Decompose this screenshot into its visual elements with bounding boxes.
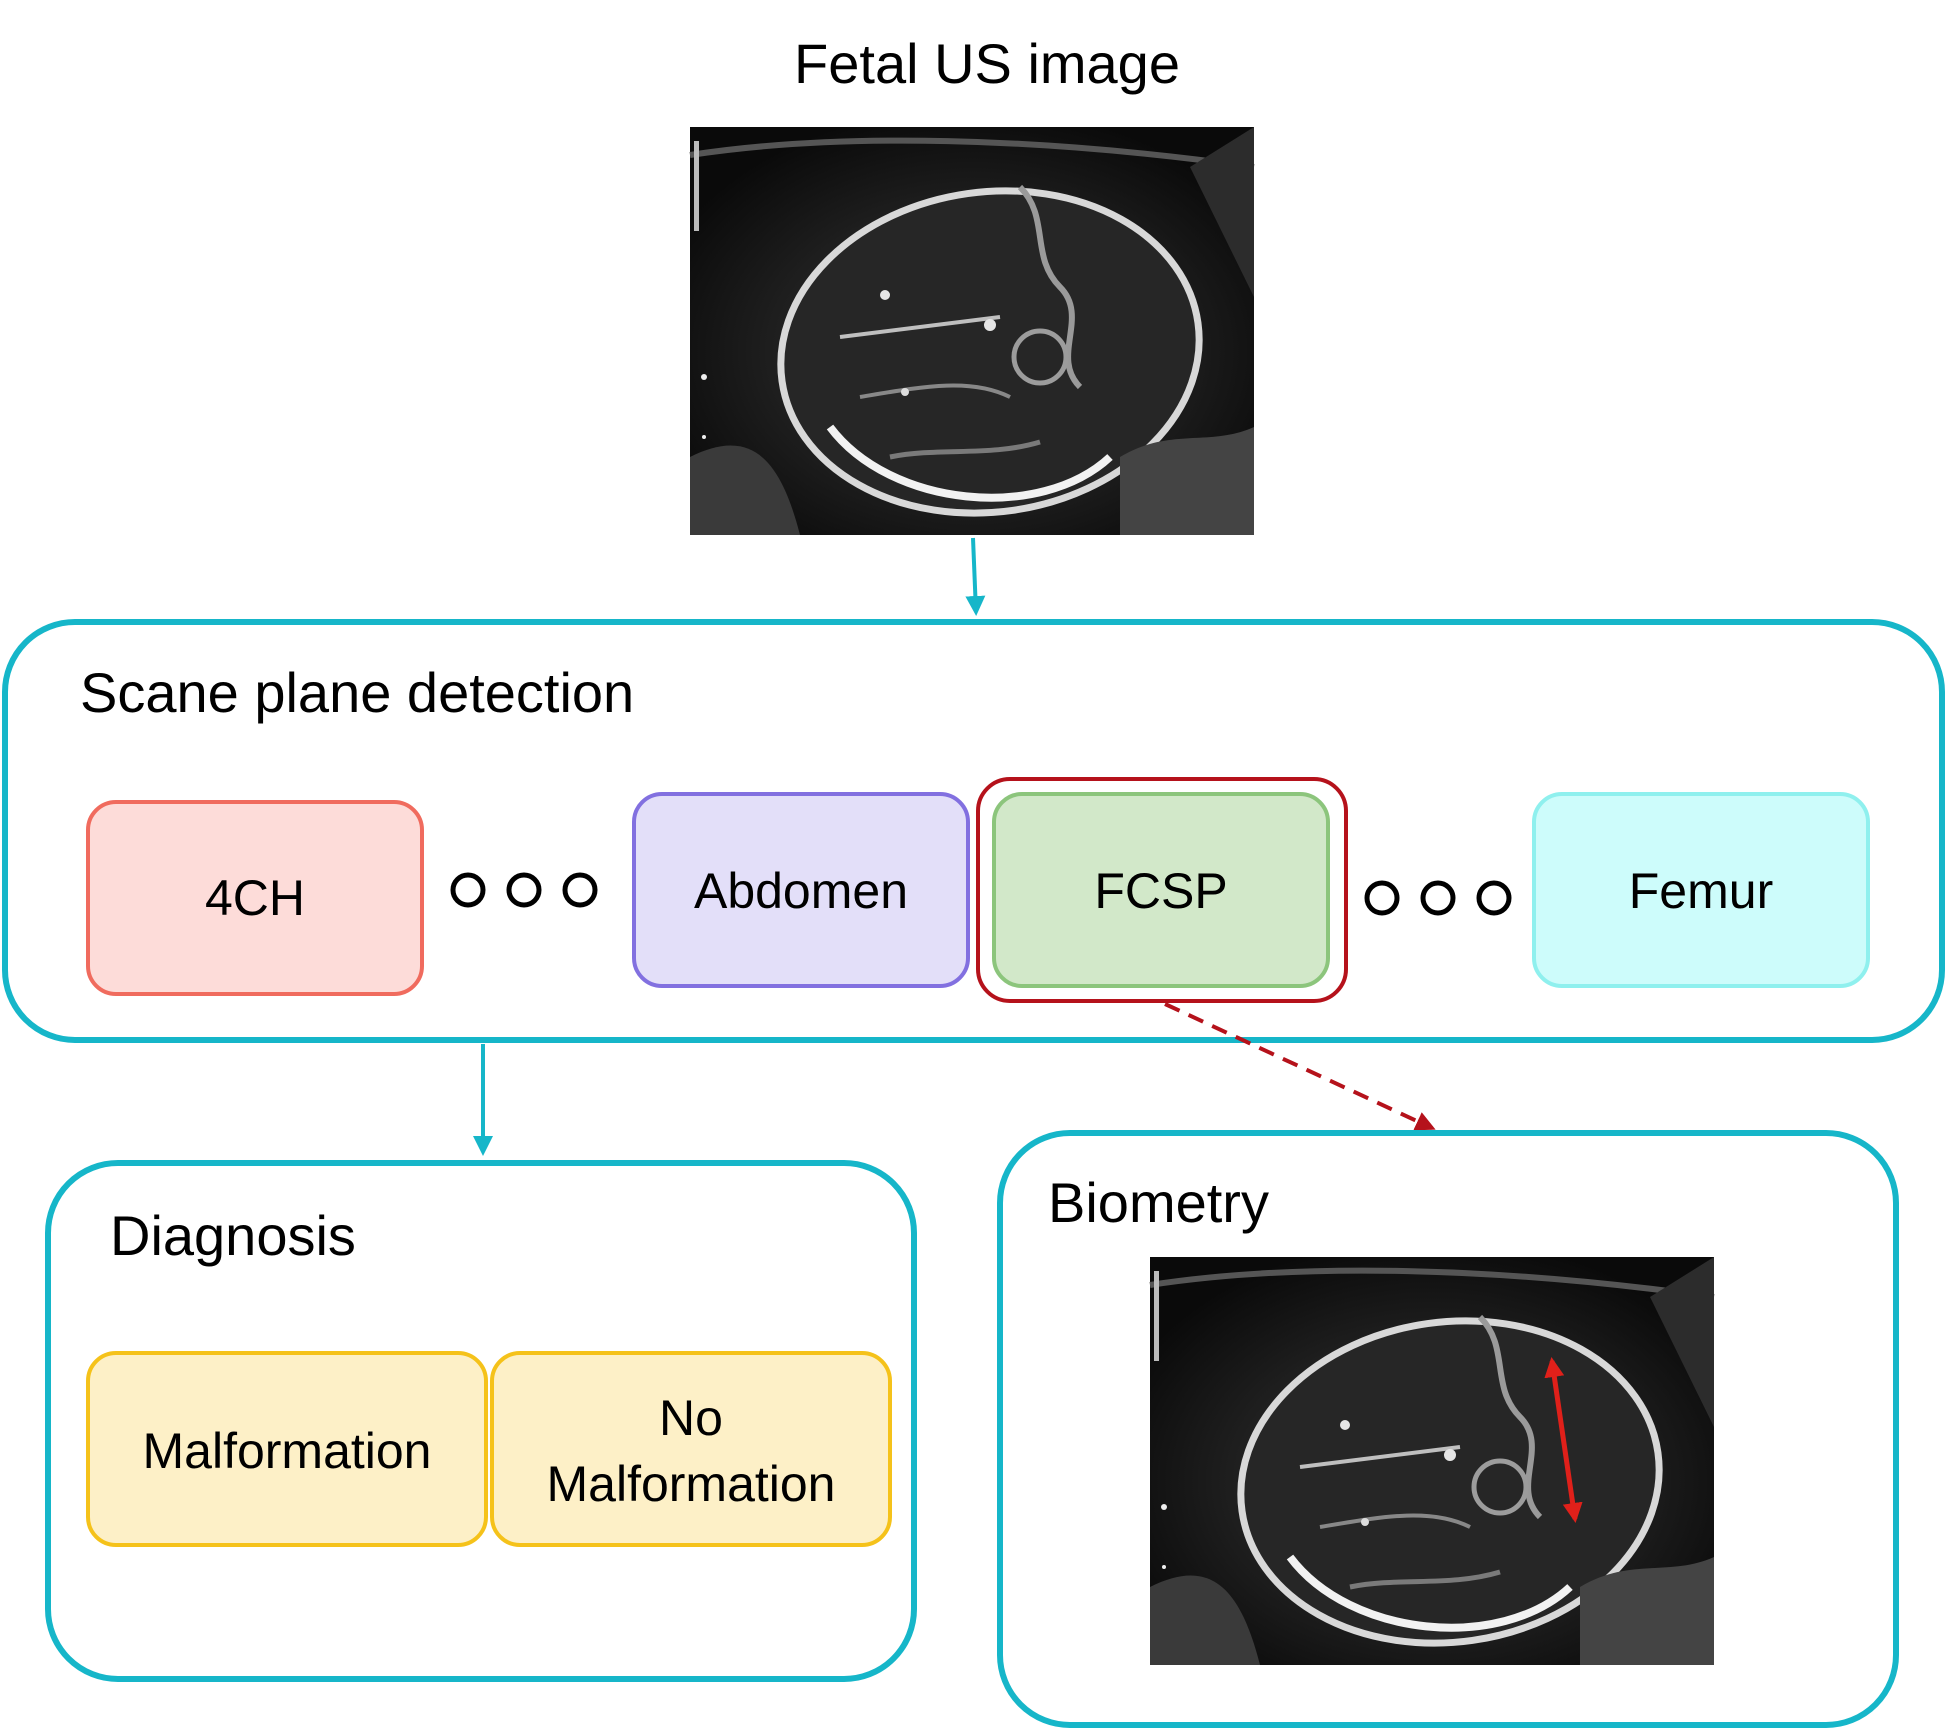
plane-fcsp-selection <box>976 777 1348 1003</box>
measurement-arrow <box>1544 1357 1583 1523</box>
figure-title: Fetal US image <box>794 32 1180 95</box>
ellipsis-dots-right <box>1364 880 1512 916</box>
diagnosis-malformation-box <box>86 1351 488 1547</box>
diagnosis-no-malformation-line1: No <box>659 1390 723 1446</box>
plane-4ch-box <box>86 800 424 996</box>
plane-abdomen-label: Abdomen <box>694 863 908 919</box>
diagnosis-no-malformation-box <box>490 1351 892 1547</box>
fetal-ultrasound-image <box>690 127 1254 540</box>
arrow-image-to-detection <box>965 537 986 616</box>
diagnosis-malformation-label: Malformation <box>143 1423 432 1479</box>
arrow-fcsp-to-biometry <box>1164 1002 1436 1131</box>
diagnosis-panel <box>45 1160 917 1682</box>
diagnosis-panel-title: Diagnosis <box>110 1204 356 1267</box>
plane-4ch-label: 4CH <box>205 870 305 926</box>
ellipsis-dots-left <box>450 872 598 908</box>
plane-fcsp-box <box>992 792 1330 988</box>
scan-plane-panel <box>2 619 1945 1043</box>
plane-abdomen-box <box>632 792 970 988</box>
biometry-panel <box>997 1130 1899 1728</box>
biometry-panel-title: Biometry <box>1048 1171 1269 1234</box>
scan-plane-panel-title: Scane plane detection <box>80 661 634 724</box>
plane-femur-label: Femur <box>1629 863 1773 919</box>
plane-fcsp-label: FCSP <box>1094 863 1227 919</box>
biometry-ultrasound-image <box>1150 1257 1714 1670</box>
plane-femur-box <box>1532 792 1870 988</box>
diagnosis-no-malformation-line2: Malformation <box>547 1456 836 1512</box>
